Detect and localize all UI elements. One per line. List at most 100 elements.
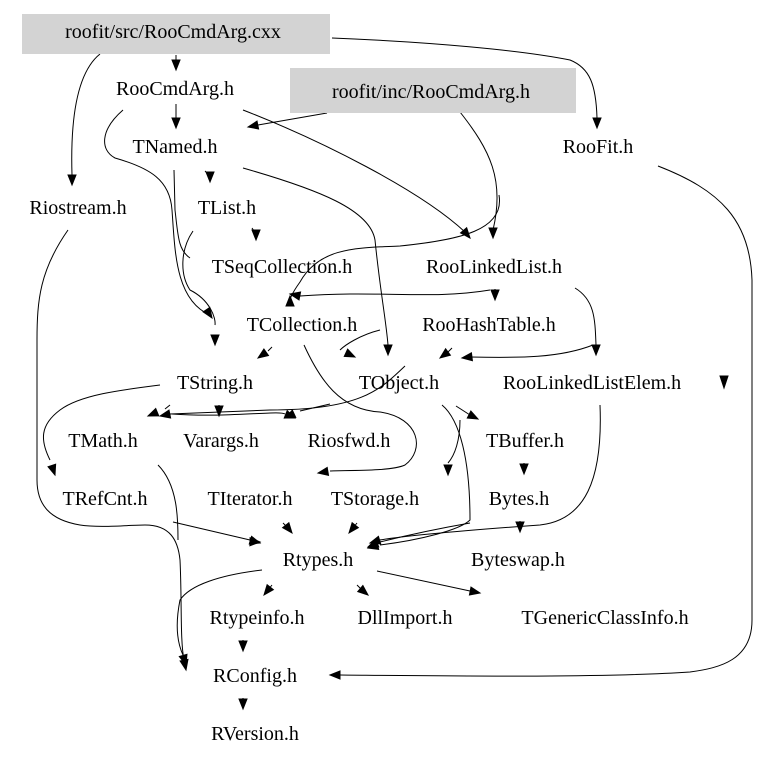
node-label: TObject.h [359, 372, 439, 394]
node-TRefCnt[interactable]: TRefCnt.h [63, 488, 148, 510]
edge-line [447, 347, 453, 353]
edge-TObject-to-TBuffer [455, 405, 480, 420]
edge-TStorage-to-Rtypes [348, 521, 360, 535]
edge-TList-to-TIterator [182, 230, 220, 347]
node-Riosfwd[interactable]: Riosfwd.h [308, 430, 391, 452]
node-label: Riosfwd.h [308, 430, 391, 452]
arrowhead-icon [210, 334, 220, 347]
node-RooHashTable[interactable]: RooHashTable.h [422, 314, 556, 336]
arrowhead-icon [47, 463, 57, 477]
node-Riostream[interactable]: Riostream.h [29, 197, 126, 219]
node-Varargs[interactable]: Varargs.h [183, 430, 259, 452]
edge-line [172, 521, 251, 541]
node-Byteswap[interactable]: Byteswap.h [471, 549, 565, 571]
arrowhead-icon [281, 521, 293, 535]
edge-Rtypeinfo-to-RConfig [238, 640, 248, 653]
edge-TNamed-to-TString [173, 169, 191, 259]
arrowhead-icon [719, 375, 729, 390]
edge-line [173, 169, 191, 259]
arrowhead-icon [256, 348, 270, 359]
edge-TString-to-TRefCnt [146, 404, 171, 417]
node-TCollection[interactable]: TCollection.h [247, 314, 358, 336]
node-Bytes[interactable]: Bytes.h [489, 488, 550, 510]
edge-TIterator-to-Rtypes [281, 521, 293, 535]
node-TSeqCollection[interactable]: TSeqCollection.h [212, 256, 353, 278]
node-TList[interactable]: TList.h [198, 197, 256, 219]
arrowhead-icon [263, 583, 275, 597]
edge-RooLinkedList-to-RooLinkedListElem [574, 287, 601, 357]
edge-RooCmdArg-to-TNamed [171, 104, 181, 130]
node-label: TCollection.h [247, 314, 358, 336]
edge-TCollection-to-TIterator [303, 344, 417, 476]
node-label: TRefCnt.h [63, 488, 148, 510]
arrowhead-icon [67, 174, 77, 187]
edge-inc_h-to-TCollection [285, 194, 500, 307]
node-TString[interactable]: TString.h [177, 372, 253, 394]
node-RooLinkedList[interactable]: RooLinkedList.h [426, 256, 562, 278]
edge-RooFit-to-RConfig [328, 165, 753, 680]
node-label: Bytes.h [489, 488, 550, 510]
node-label: roofit/src/RooCmdArg.cxx [65, 21, 281, 43]
edge-line [379, 522, 471, 543]
edge-TString-to-Varargs [214, 405, 224, 418]
node-label: Byteswap.h [471, 549, 565, 571]
arrowhead-icon [248, 535, 262, 545]
node-RConfig[interactable]: RConfig.h [213, 665, 297, 687]
arrowhead-icon [328, 670, 341, 680]
node-inc_h[interactable]: roofit/inc/RooCmdArg.h [290, 68, 576, 113]
node-label: TStorage.h [331, 488, 419, 510]
edge-line [182, 230, 216, 326]
edge-line [339, 329, 381, 351]
node-highlight-box [290, 68, 576, 113]
arrowhead-icon [592, 117, 602, 130]
edge-src_cxx-to-RooCmdArg [171, 55, 181, 72]
edge-TNamed-to-TList [204, 170, 215, 184]
node-label: RooLinkedList.h [426, 256, 562, 278]
node-TNamed[interactable]: TNamed.h [133, 136, 218, 158]
arrowhead-icon [343, 348, 357, 358]
node-src_cxx[interactable]: roofit/src/RooCmdArg.cxx [22, 14, 330, 54]
edge-line [339, 165, 753, 677]
edge-line [299, 289, 491, 297]
arrowhead-icon [460, 351, 474, 362]
node-TGenericClassInfo[interactable]: TGenericClassInfo.h [521, 607, 688, 629]
node-TBuffer[interactable]: TBuffer.h [486, 430, 564, 452]
arrowhead-icon [466, 410, 480, 420]
edge-TRefCnt-to-Rtypes [172, 521, 262, 545]
arrowhead-icon [368, 535, 382, 545]
arrowhead-icon [171, 117, 181, 130]
edge-line [289, 194, 500, 301]
arrowhead-icon [348, 521, 360, 535]
node-label: TMath.h [68, 430, 137, 452]
edge-line [71, 53, 101, 176]
node-Rtypeinfo[interactable]: Rtypeinfo.h [210, 607, 305, 629]
edge-line [171, 412, 286, 416]
node-label: RooHashTable.h [422, 314, 556, 336]
edge-TCollection-to-TObject [339, 329, 381, 358]
node-TMath[interactable]: TMath.h [68, 430, 137, 452]
node-DllImport[interactable]: DllImport.h [358, 607, 453, 629]
edge-line [331, 37, 598, 119]
edge-line [169, 365, 406, 415]
node-TStorage[interactable]: TStorage.h [331, 488, 419, 510]
edge-TObject-to-TMath [158, 365, 406, 419]
node-RooCmdArg[interactable]: RooCmdArg.h [116, 78, 234, 100]
node-label: TString.h [177, 372, 253, 394]
node-TObject[interactable]: TObject.h [359, 372, 439, 394]
node-TIterator[interactable]: TIterator.h [208, 488, 293, 510]
node-RooLinkedListElem[interactable]: RooLinkedListElem.h [503, 372, 681, 394]
edge-line [303, 344, 417, 472]
edge-TNamed-to-TObject [242, 167, 393, 357]
arrowhead-icon [146, 407, 160, 417]
node-Rtypes[interactable]: Rtypes.h [283, 549, 354, 571]
node-label: Riostream.h [29, 197, 126, 219]
node-RVersion[interactable]: RVersion.h [211, 723, 299, 745]
node-label: Rtypeinfo.h [210, 607, 305, 629]
edge-line [257, 112, 328, 126]
node-RooFit[interactable]: RooFit.h [563, 136, 634, 158]
edge-RooLinkedList-to-TObject [460, 344, 594, 362]
edge-line [469, 344, 594, 358]
arrowhead-icon [490, 289, 500, 302]
